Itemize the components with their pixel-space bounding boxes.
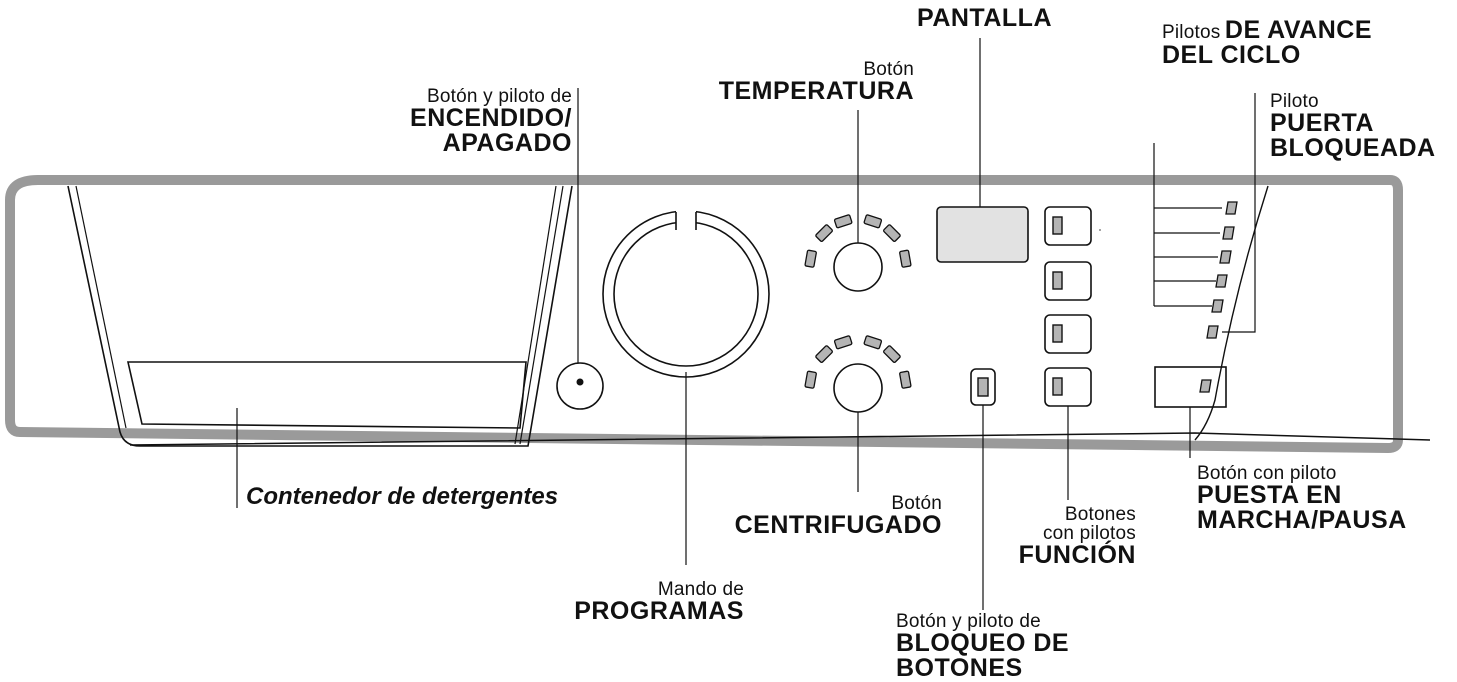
cycle-led-3: [1219, 250, 1232, 264]
label-programas: Mando de PROGRAMAS: [574, 579, 744, 625]
leader-lines: [236, 38, 1191, 610]
button-lock-button[interactable]: [970, 368, 996, 406]
detergent-drawer[interactable]: [67, 185, 573, 447]
label-pilotos-avance: Pilotos DE AVANCE DEL CICLO: [1162, 16, 1372, 69]
cycle-led-4: [1215, 274, 1228, 288]
power-pilot-light: [576, 378, 584, 386]
label-pantalla: PANTALLA: [917, 4, 1052, 32]
temperature-leds: [804, 214, 912, 268]
spin-led-6: [899, 370, 912, 389]
panel-outline: [5, 175, 1403, 453]
label-encendido: Botón y piloto de ENCENDIDO/ APAGADO: [410, 86, 572, 157]
label-puerta-bloqueada: Piloto PUERTA BLOQUEADA: [1270, 91, 1436, 162]
spin-led-2: [815, 345, 833, 363]
panel-dot: [1099, 229, 1101, 231]
label-temperatura: Botón TEMPERATURA: [718, 59, 914, 105]
label-marcha-pausa: Botón con piloto PUESTA EN MARCHA/PAUSA: [1197, 463, 1407, 534]
spin-led-1: [804, 370, 817, 389]
cycle-led-1: [1225, 201, 1238, 215]
label-centrifugado: Botón CENTRIFUGADO: [734, 493, 942, 539]
function-button-3[interactable]: [1044, 314, 1092, 354]
temperature-led-2: [815, 224, 833, 242]
temperature-led-6: [899, 249, 912, 268]
temperature-knob[interactable]: [833, 242, 883, 292]
panel-right-edge: [1194, 185, 1269, 441]
cycle-led-2: [1222, 226, 1235, 240]
spin-led-4: [863, 335, 883, 350]
spin-leds: [804, 335, 912, 389]
start-pause-led: [1199, 379, 1212, 393]
spin-led-3: [833, 335, 853, 350]
cycle-progress-leds: [1153, 143, 1238, 313]
function-button-2[interactable]: [1044, 261, 1092, 301]
temperature-led-3: [833, 214, 853, 229]
function-button-4[interactable]: [1044, 367, 1092, 407]
drawer-handle[interactable]: [126, 361, 527, 429]
panel-inner-line: [129, 432, 1431, 446]
label-contenedor: Contenedor de detergentes: [246, 483, 559, 510]
function-button-1[interactable]: [1044, 206, 1092, 246]
cycle-led-5: [1211, 299, 1224, 313]
spin-knob[interactable]: [833, 363, 883, 413]
temperature-led-1: [804, 249, 817, 268]
label-bloqueo: Botón y piloto de BLOQUEO DE BOTONES: [896, 611, 1070, 682]
program-selector-knob[interactable]: [602, 206, 770, 378]
temperature-led-5: [883, 224, 901, 242]
spin-led-5: [883, 345, 901, 363]
power-button[interactable]: [556, 362, 604, 410]
temperature-led-4: [863, 214, 883, 229]
door-locked-led: [1206, 93, 1256, 339]
display-screen: [936, 206, 1029, 263]
label-funcion: Botones con pilotos FUNCIÓN: [1018, 504, 1136, 569]
